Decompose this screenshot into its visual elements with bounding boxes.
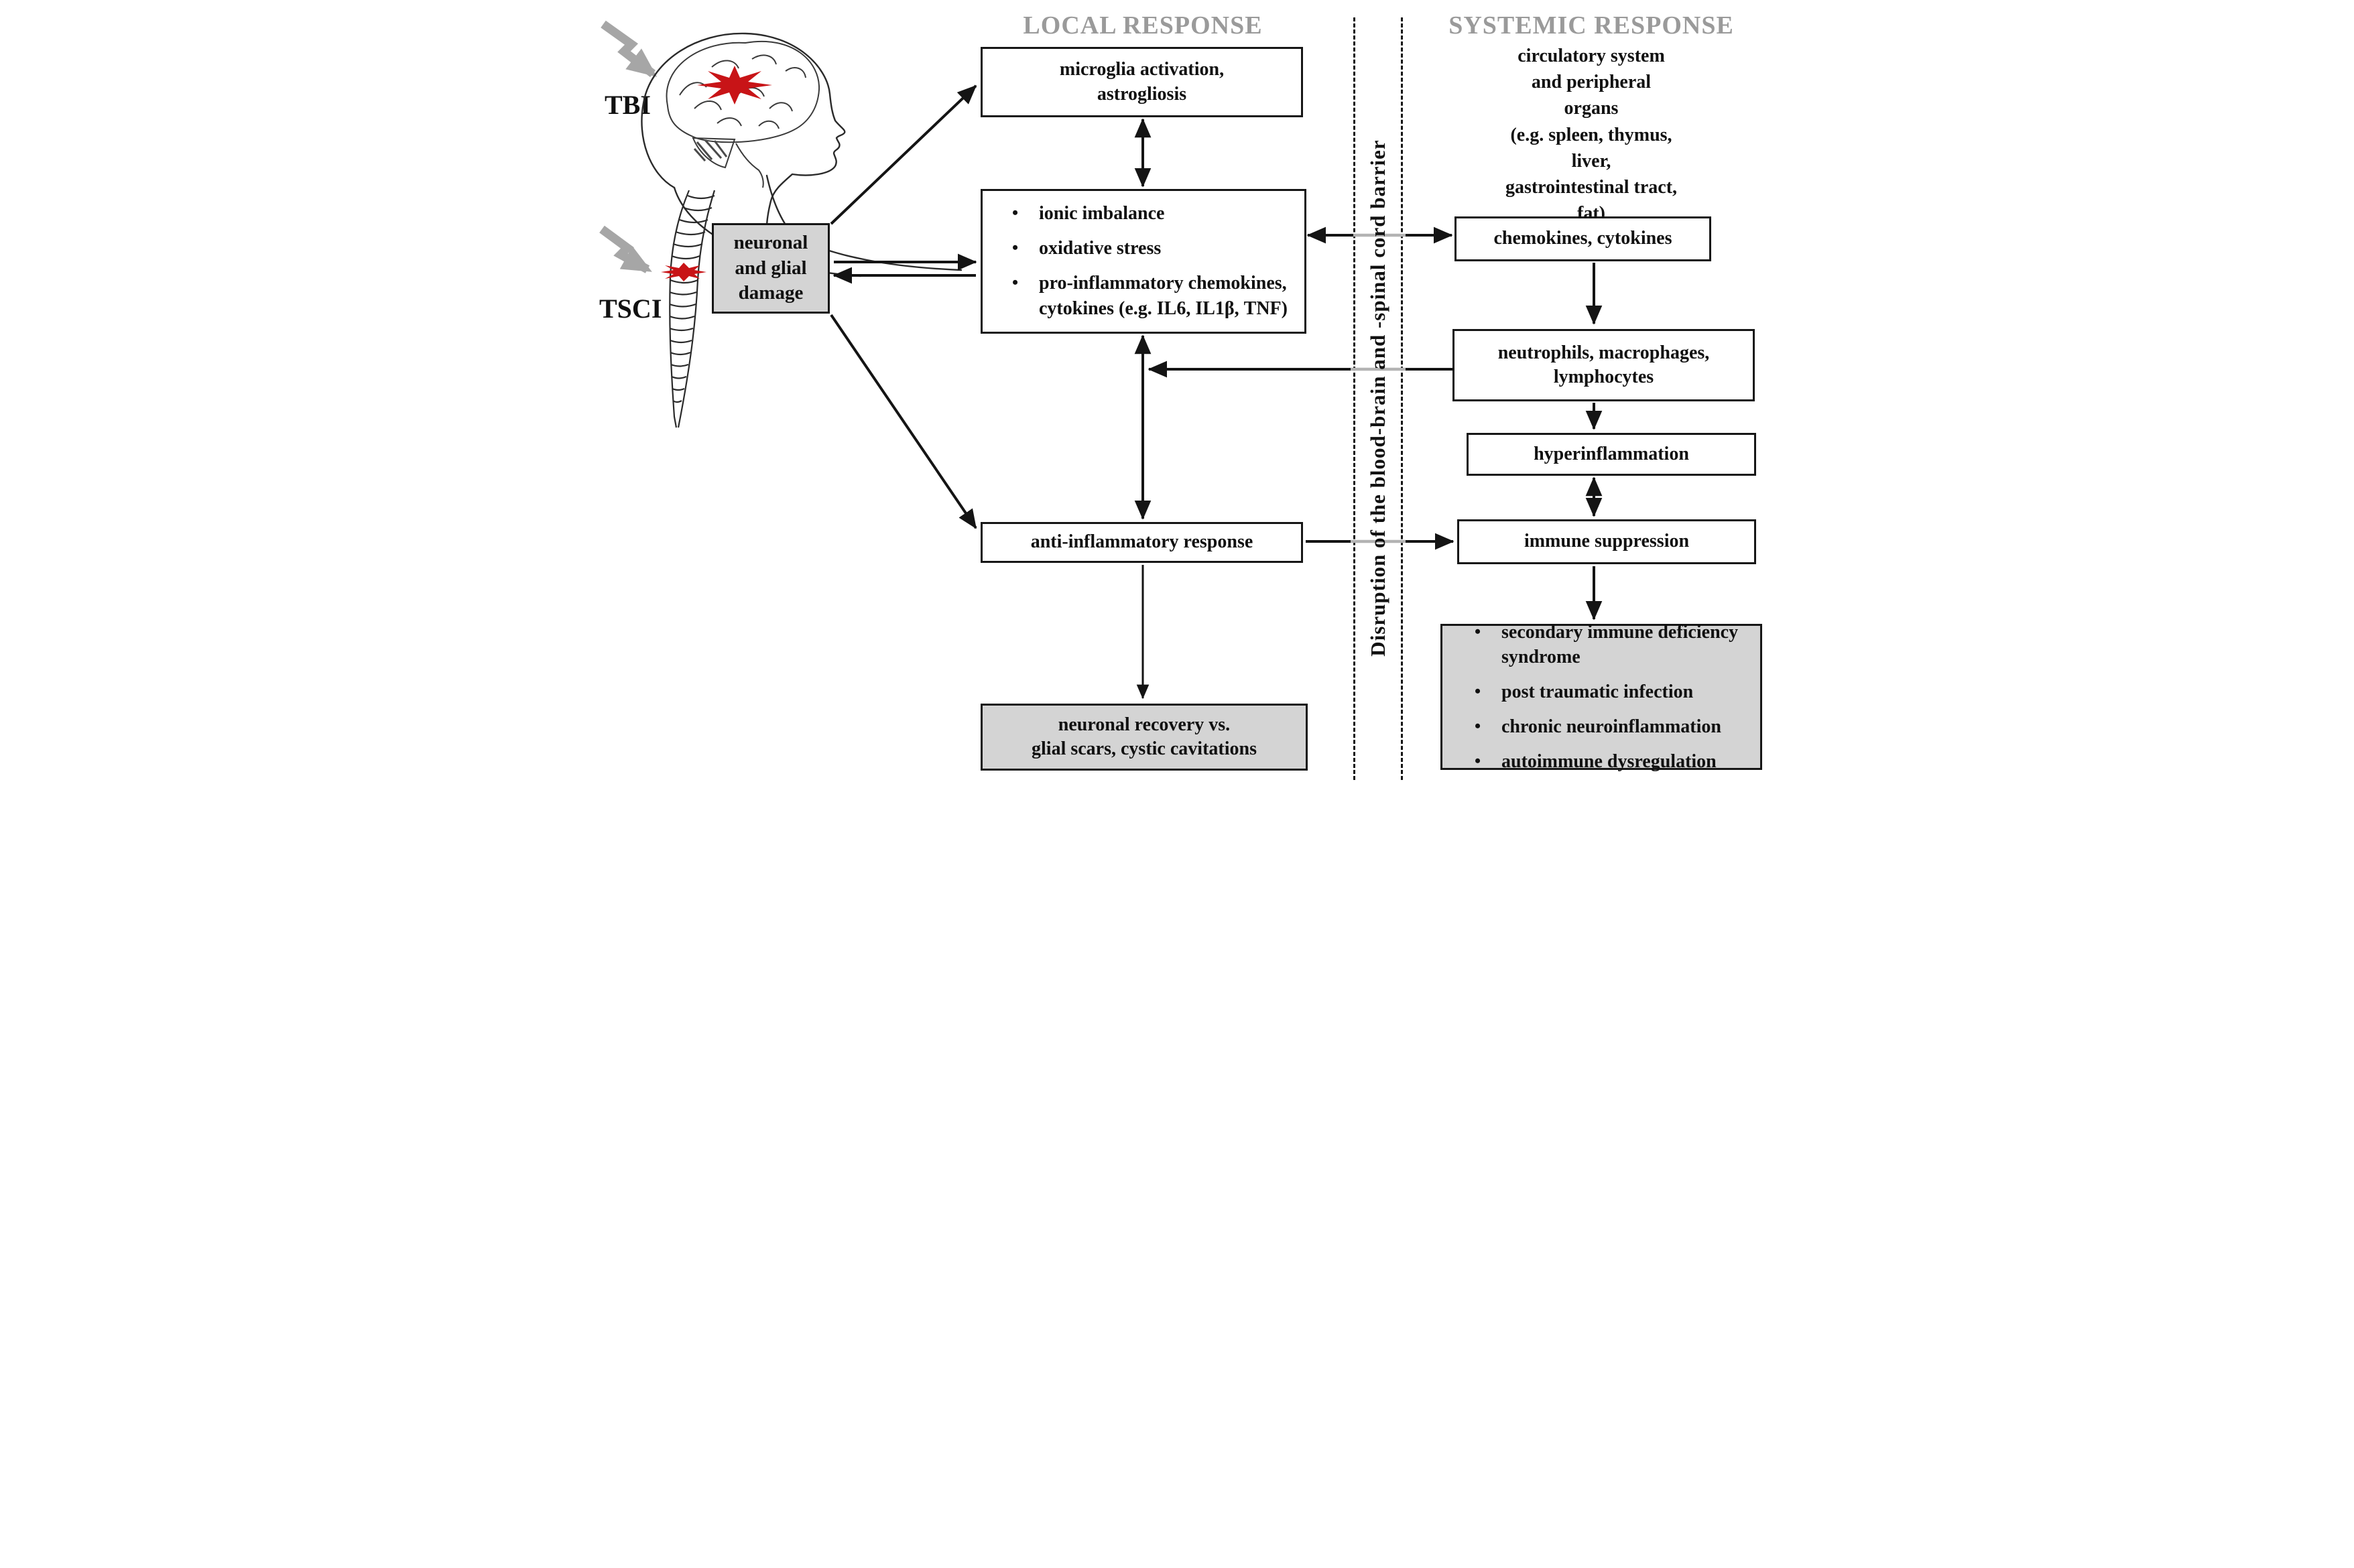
list-item-text: post traumatic infection — [1501, 681, 1694, 703]
blood-brain-barrier-column — [1353, 17, 1403, 780]
anti-inflammatory-response-box: anti-inflammatory response — [981, 522, 1303, 563]
barrier-rotated-label: Disruption of the blood-brain and -spina… — [1366, 139, 1389, 657]
diagram-canvas: LOCAL RESPONSE SYSTEMIC RESPONSE Disrupt… — [588, 0, 1766, 784]
list-item: • post traumatic infection — [1475, 679, 1748, 705]
tsci-label: TSCI — [599, 293, 662, 324]
injury-starburst-icon — [661, 263, 706, 281]
list-item: • autoimmune dysregulation — [1475, 749, 1748, 775]
list-item: • oxidative stress — [1012, 236, 1288, 261]
arrow-damage-to-microglia — [830, 84, 977, 225]
bullet-icon: • — [1012, 203, 1019, 223]
bullet-icon: • — [1012, 273, 1019, 292]
bullet-icon: • — [1475, 750, 1481, 771]
neutrophils-box: neutrophils, macrophages, lymphocytes — [1452, 329, 1755, 401]
circulatory-system-text: circulatory system and peripheral organs… — [1505, 46, 1678, 224]
list-item-text: chronic neuroinflammation — [1501, 716, 1721, 737]
list-item-text: ionic imbalance — [1039, 203, 1165, 224]
connector-arrows-layer — [830, 84, 1603, 700]
systemic-response-heading: SYSTEMIC RESPONSE — [1448, 11, 1734, 40]
list-item-text: secondary immune deficiency syndrome — [1501, 621, 1739, 668]
bullet-icon: • — [1475, 621, 1481, 641]
bullet-icon: • — [1475, 716, 1481, 736]
chemokines-cytokines-box: chemokines, cytokines — [1454, 216, 1711, 261]
local-response-heading: LOCAL RESPONSE — [1023, 11, 1263, 40]
injury-starburst-icon — [697, 66, 772, 105]
lightning-bolt-icon — [601, 20, 658, 78]
list-item: • pro-inflammatory chemokines, cytokines … — [1012, 271, 1288, 322]
list-item: • chronic neuroinflammation — [1475, 714, 1748, 740]
neuronal-recovery-box: neuronal recovery vs. glial scars, cysti… — [981, 704, 1308, 771]
arrow-damage-to-anti-inflammatory — [830, 314, 977, 529]
list-item: • ionic imbalance — [1012, 201, 1288, 226]
barrier-crossing-segments — [1351, 233, 1406, 543]
spine-illustration — [669, 190, 716, 428]
lightning-bolt-icon — [599, 225, 652, 273]
anatomy-illustration: TBI TSCI — [599, 20, 963, 428]
neuronal-glial-damage-box: neuronal and glial damage — [712, 223, 830, 314]
systemic-outcomes-box: • secondary immune deficiency syndrome • po… — [1440, 622, 1762, 772]
mediators-box: • ionic imbalance • oxidative stress • pro-in… — [981, 189, 1306, 334]
bullet-icon: • — [1012, 238, 1019, 258]
list-item-text: pro-inflammatory chemokines, cytokines (… — [1039, 273, 1288, 319]
list-item-text: oxidative stress — [1039, 238, 1162, 259]
list-item-text: autoimmune dysregulation — [1501, 750, 1717, 772]
immune-suppression-box: immune suppression — [1457, 519, 1756, 564]
hyperinflammation-box: hyperinflammation — [1467, 433, 1756, 476]
bullet-icon: • — [1475, 681, 1481, 702]
microglia-activation-box: microglia activation, astrogliosis — [981, 47, 1303, 117]
list-item: • secondary immune deficiency syndrome — [1475, 620, 1748, 671]
